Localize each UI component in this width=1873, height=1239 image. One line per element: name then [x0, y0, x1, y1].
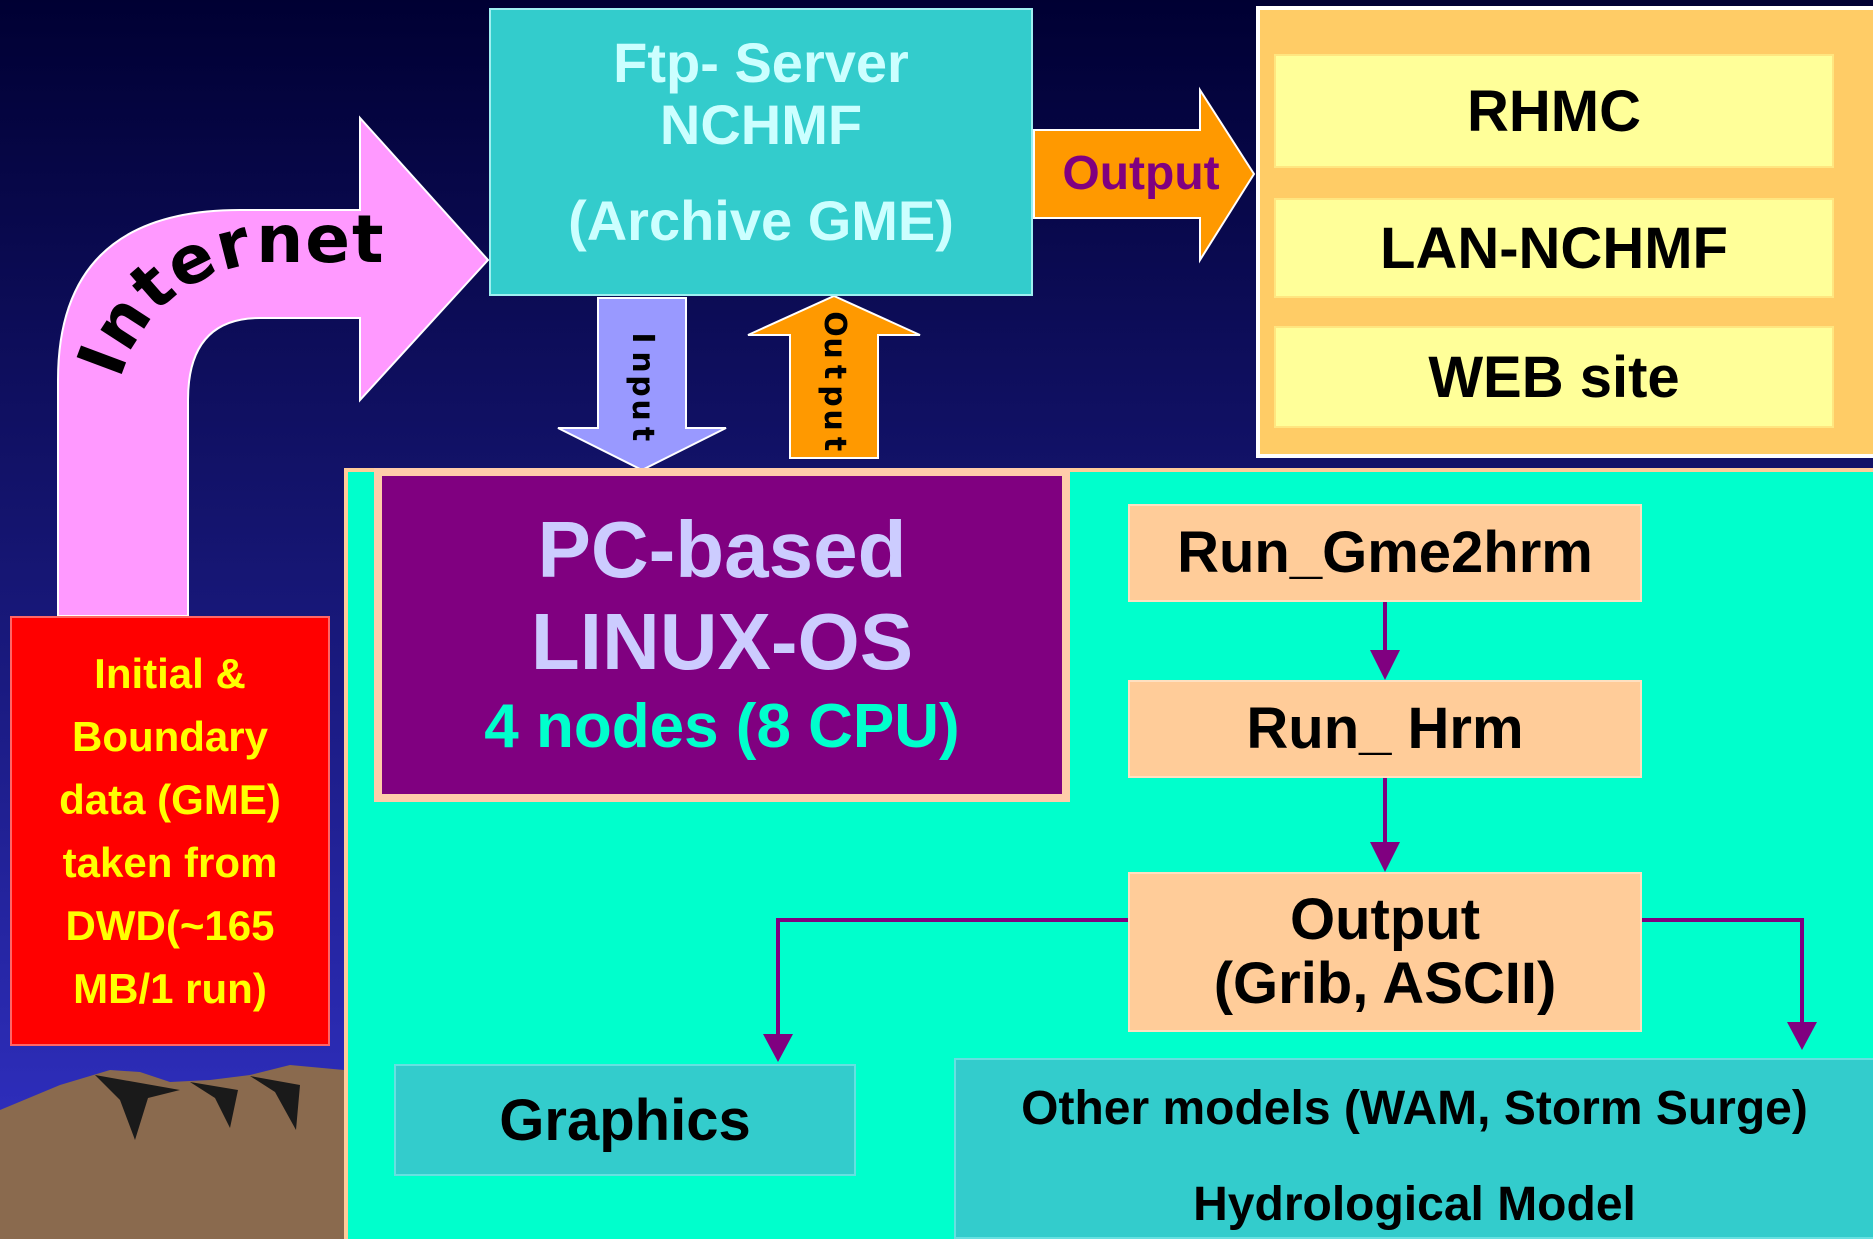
ftp-server-box: Ftp- Server NCHMF (Archive GME) — [489, 8, 1033, 296]
initial-data-line: MB/1 run) — [73, 965, 267, 1012]
connector-arrowhead — [1370, 650, 1400, 680]
input-down-arrow — [557, 297, 727, 472]
ftp-server-name: NCHMF — [659, 93, 863, 156]
mountain-illustration — [0, 1065, 344, 1239]
pc-title: PC-based — [537, 505, 907, 594]
output-right-label: Output — [1062, 147, 1220, 200]
initial-data-line: Initial & — [94, 650, 246, 697]
step-run-gme2hrm: Run_Gme2hrm — [1128, 504, 1642, 602]
output-right-arrow — [1033, 86, 1256, 264]
other-models-box: Other models (WAM, Storm Surge) Hydrolog… — [954, 1058, 1873, 1239]
graphics-box: Graphics — [394, 1064, 856, 1176]
other-models-label: Other models (WAM, Storm Surge) — [1021, 1082, 1808, 1135]
pc-linux-box: PC-based LINUX-OS 4 nodes (8 CPU) — [374, 468, 1070, 802]
pc-os: LINUX-OS — [530, 597, 914, 686]
output-up-arrow — [747, 294, 921, 459]
hydrological-model-label: Hydrological Model — [1193, 1178, 1636, 1231]
receiver-rhmc: RHMC — [1274, 54, 1834, 168]
receiver-web-site: WEB site — [1274, 326, 1834, 428]
step-output: Output (Grib, ASCII) — [1128, 872, 1642, 1032]
pc-nodes: 4 nodes (8 CPU) — [484, 692, 960, 761]
connector-arrowhead — [1370, 842, 1400, 872]
initial-data-line: DWD(~165 — [65, 902, 275, 949]
connector-arrowhead — [1787, 1022, 1817, 1050]
initial-data-line: Boundary — [71, 713, 268, 760]
connector-arrowhead — [763, 1034, 793, 1062]
step-run-hrm: Run_ Hrm — [1128, 680, 1642, 778]
ftp-server-archive: (Archive GME) — [568, 189, 954, 252]
step-output-title: Output — [1289, 887, 1481, 952]
internet-arrow — [57, 115, 490, 617]
receiver-lan-nchmf: LAN-NCHMF — [1274, 198, 1834, 298]
initial-data-line: data (GME) — [59, 776, 281, 823]
step-output-formats: (Grib, ASCII) — [1213, 951, 1557, 1016]
initial-data-line: taken from — [62, 839, 278, 886]
ftp-server-title: Ftp- Server — [613, 31, 909, 94]
